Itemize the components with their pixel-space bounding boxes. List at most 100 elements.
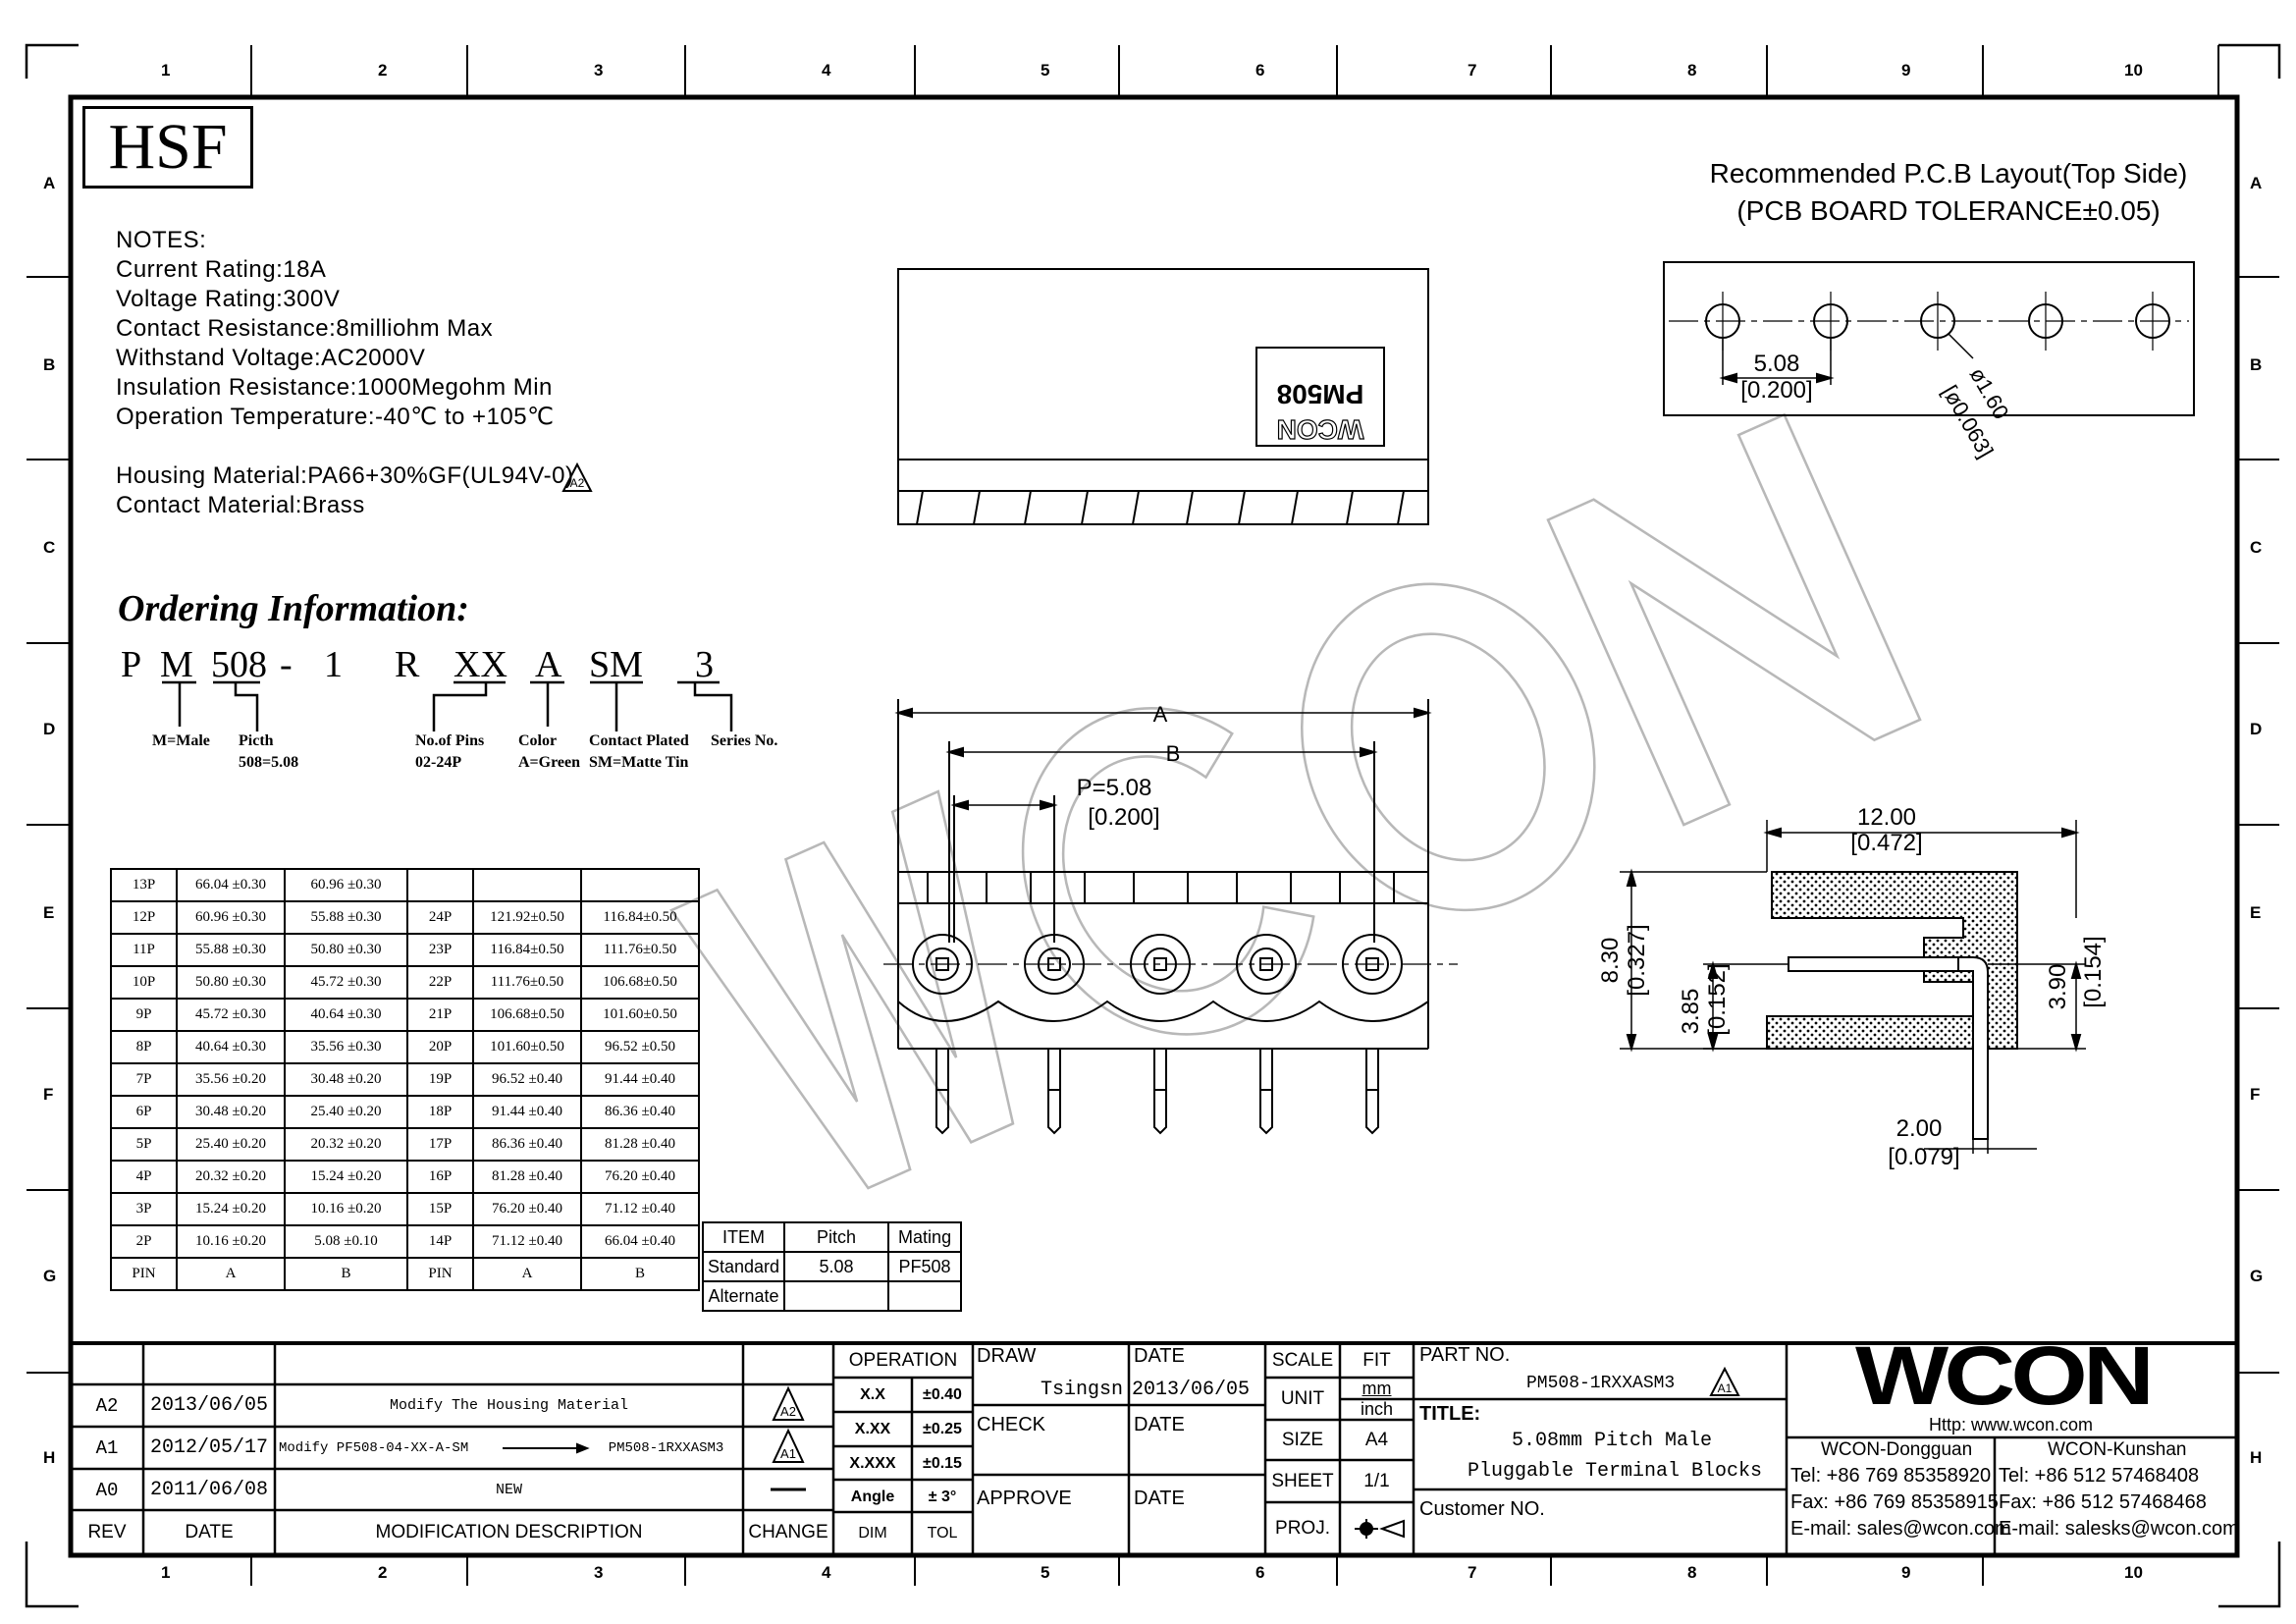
pin xyxy=(1153,1049,1167,1135)
side-height2-inch-label: [0.152] xyxy=(1704,963,1731,1035)
table-cell: 15.24 ±0.20 xyxy=(284,1160,408,1194)
sheet-value: 1/1 xyxy=(1363,1470,1390,1491)
order-label-detail: A=Green xyxy=(518,754,581,771)
table-cell: 50.80 ±0.30 xyxy=(284,933,408,967)
table-cell: 16P xyxy=(406,1160,474,1194)
date-label: DATE xyxy=(1134,1345,1185,1367)
table-cell: 66.04 ±0.30 xyxy=(176,868,286,902)
tolerance-dim: X.XX xyxy=(854,1420,891,1437)
office-email: E-mail: salesks@wcon.com xyxy=(1999,1518,2239,1540)
table-cell: 3P xyxy=(110,1192,178,1226)
table-cell: 116.84±0.50 xyxy=(580,900,700,935)
side-pin-label: 2.00 xyxy=(1896,1115,1943,1142)
table-cell: 35.56 ±0.30 xyxy=(284,1030,408,1064)
pin xyxy=(935,1049,949,1135)
revision-description: Modify The Housing Material xyxy=(389,1397,629,1414)
office-tel: Tel: +86 769 85358920 xyxy=(1790,1465,1992,1487)
table-cell: 5.08 ±0.10 xyxy=(284,1224,408,1259)
table-cell: 116.84±0.50 xyxy=(472,933,582,967)
table-cell: 18P xyxy=(406,1095,474,1129)
table-cell xyxy=(472,868,582,902)
table-cell: 121.92±0.50 xyxy=(472,900,582,935)
table-cell: 55.88 ±0.30 xyxy=(176,933,286,967)
row-letter: H xyxy=(2250,1448,2263,1467)
table-cell: 86.36 ±0.40 xyxy=(472,1127,582,1162)
approve-date-label: DATE xyxy=(1134,1488,1185,1509)
side-height-inch-label: [0.327] xyxy=(1624,924,1650,996)
table-cell xyxy=(783,1280,890,1312)
revision-symbols xyxy=(503,461,1740,1539)
revision-date: 2013/06/05 xyxy=(149,1394,269,1417)
tol-footer: TOL xyxy=(927,1525,958,1542)
part-label-mirrored: PM508 xyxy=(1277,379,1364,409)
column-number: 7 xyxy=(1468,61,1477,80)
order-label-detail: 02-24P xyxy=(415,754,462,771)
title-label: TITLE: xyxy=(1419,1403,1481,1425)
change-header: CHANGE xyxy=(748,1522,828,1543)
title-block-lines xyxy=(71,1341,2237,1555)
size-label: SIZE xyxy=(1281,1429,1324,1450)
table-cell: PIN xyxy=(406,1257,474,1291)
row-letter: C xyxy=(2250,538,2263,557)
column-number: 4 xyxy=(822,1563,831,1582)
revision-date: 2012/05/17 xyxy=(149,1436,269,1459)
drawer-name: Tsingsn xyxy=(1041,1379,1124,1401)
housing-material: Housing Material:PA66+30%GF(UL94V-0) xyxy=(116,462,574,489)
row-letter: A xyxy=(2250,174,2263,192)
revision-id: A1 xyxy=(95,1436,119,1459)
table-cell: 15.24 ±0.20 xyxy=(176,1192,286,1226)
table-cell: 55.88 ±0.30 xyxy=(284,900,408,935)
order-label-detail: SM=Matte Tin xyxy=(589,754,689,771)
row-letter: F xyxy=(2250,1085,2261,1104)
table-cell: B xyxy=(580,1257,700,1291)
dim-footer: DIM xyxy=(858,1525,887,1542)
table-cell: 60.96 ±0.30 xyxy=(284,868,408,902)
row-letter: G xyxy=(2250,1267,2264,1285)
side-height2-label: 3.85 xyxy=(1678,989,1704,1035)
dim-b-label: B xyxy=(1166,741,1181,766)
table-cell: 23P xyxy=(406,933,474,967)
office-tel: Tel: +86 512 57468408 xyxy=(1999,1465,2200,1487)
tolerance-dim: Angle xyxy=(850,1488,895,1505)
column-number: 5 xyxy=(1041,1563,1050,1582)
description-header: MODIFICATION DESCRIPTION xyxy=(375,1522,643,1543)
column-number: 10 xyxy=(2124,61,2143,80)
order-label: Picth xyxy=(239,732,274,749)
part-rev-label: A1 xyxy=(1718,1381,1733,1395)
column-number: 9 xyxy=(1901,61,1911,80)
part-number: PM508-1RXXASM3 xyxy=(1526,1374,1676,1393)
pcb-pitch-label: 5.08 xyxy=(1754,351,1800,377)
column-number: 4 xyxy=(822,61,831,80)
revision-id: A2 xyxy=(95,1394,119,1417)
notes-spacer xyxy=(116,432,573,461)
order-label: No.of Pins xyxy=(415,732,485,749)
note-line: Current Rating:18A xyxy=(116,256,327,283)
table-cell: 101.60±0.50 xyxy=(472,1030,582,1064)
company-logo: WCON xyxy=(1855,1329,2155,1422)
table-cell: A xyxy=(176,1257,286,1291)
table-cell: 40.64 ±0.30 xyxy=(284,998,408,1032)
unit-label: UNIT xyxy=(1280,1387,1325,1409)
table-cell: 76.20 ±0.40 xyxy=(472,1192,582,1226)
table-cell: Alternate xyxy=(701,1280,786,1312)
change-a1-label: A1 xyxy=(780,1446,796,1461)
table-cell: 20P xyxy=(406,1030,474,1064)
revision-description: NEW xyxy=(495,1482,522,1498)
watermark xyxy=(669,412,1922,1190)
tolerance-value: ±0.15 xyxy=(923,1454,962,1472)
scale-label: SCALE xyxy=(1271,1349,1334,1371)
table-cell: 10P xyxy=(110,965,178,1000)
side-height3-inch-label: [0.154] xyxy=(2080,936,2107,1007)
table-cell: 91.44 ±0.40 xyxy=(580,1062,700,1097)
column-number: 2 xyxy=(378,61,388,80)
table-cell: 9P xyxy=(110,998,178,1032)
office-email: E-mail: sales@wcon.com xyxy=(1790,1518,2011,1540)
dim-a-label: A xyxy=(1153,702,1168,727)
table-cell: 14P xyxy=(406,1224,474,1259)
table-cell: 13P xyxy=(110,868,178,902)
